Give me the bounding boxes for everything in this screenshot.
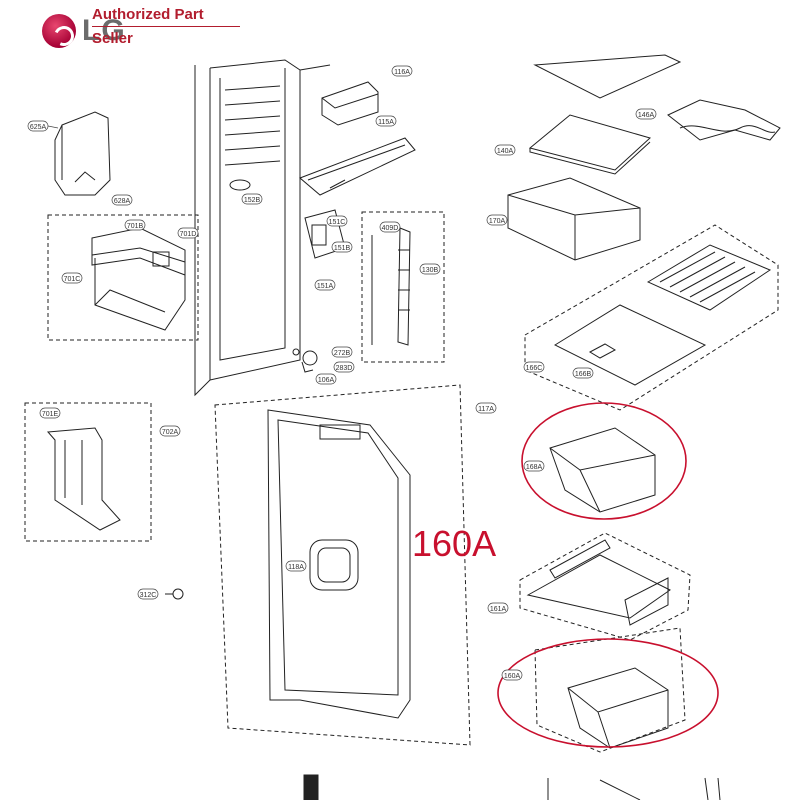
- callout-130B: 130B: [422, 267, 439, 274]
- callout-151C: 151C: [329, 219, 346, 226]
- part-146A: [667, 99, 781, 141]
- group-166C: [524, 224, 779, 411]
- header-underline: [92, 26, 240, 27]
- callout-628A: 628A: [114, 198, 131, 205]
- part-140A: [528, 114, 651, 175]
- callout-152B: 152B: [244, 197, 261, 204]
- part-166B: [553, 304, 707, 386]
- highlight-ring-160A: [497, 638, 719, 748]
- part-116A: [321, 81, 379, 126]
- group-628A: [47, 214, 199, 341]
- highlight-part-label: 160A: [412, 523, 497, 564]
- group-702A: [24, 402, 152, 542]
- part-160A-bin: [567, 667, 669, 749]
- callout-272B: 272B: [334, 350, 351, 357]
- part-701B: [91, 227, 186, 276]
- group-160A: [534, 627, 686, 753]
- bottom-part-dark: [303, 774, 319, 800]
- part-170A: [507, 177, 641, 261]
- callout-146A: 146A: [638, 112, 655, 119]
- part-106A: [292, 348, 318, 373]
- part-166A-filter: [646, 244, 772, 311]
- callout-168A: 168A: [526, 464, 543, 471]
- callout-140A: 140A: [497, 148, 514, 155]
- bottom-partial-lines: [547, 777, 721, 800]
- callout-151B: 151B: [334, 245, 351, 252]
- callout-117A: 117A: [478, 406, 494, 413]
- seller-text: Seller: [92, 30, 133, 47]
- callout-625A: 625A: [30, 124, 47, 131]
- authorized-text: Authorized Part: [92, 6, 204, 23]
- group-409D-130B: [361, 211, 445, 363]
- callout-115A: 115A: [378, 119, 394, 126]
- callout-409D: 409D: [382, 225, 399, 232]
- callout-118A: 118A: [288, 564, 304, 571]
- callout-701C: 701C: [64, 276, 81, 283]
- callout-312C: 312C: [140, 592, 157, 599]
- callout-161A: 161A: [490, 606, 507, 613]
- part-701C: [94, 258, 186, 331]
- callout-166C: 166C: [526, 365, 543, 372]
- top-glass-shelf: [533, 54, 682, 99]
- callout-701B: 701B: [127, 223, 144, 230]
- callout-702A: 702A: [162, 429, 179, 436]
- part-409D: [397, 227, 411, 346]
- part-115A: [299, 137, 416, 196]
- highlight-ring-168A: [521, 402, 687, 520]
- part-312C: [165, 588, 184, 600]
- part-701D: [152, 251, 170, 267]
- callout-151A: 151A: [317, 283, 334, 290]
- callout-116A: 116A: [394, 69, 410, 76]
- part-168A-bin: [549, 427, 656, 513]
- callout-283D: 283D: [336, 365, 353, 372]
- part-625A: [54, 111, 111, 196]
- callout-701D: 701D: [180, 231, 197, 238]
- callout-106A: 106A: [318, 377, 335, 384]
- group-161A: [519, 532, 691, 641]
- callout-170A: 170A: [489, 218, 506, 225]
- callout-166B: 166B: [575, 371, 592, 378]
- lg-logo-icon: [42, 14, 77, 49]
- brand-text: LG: [82, 14, 126, 47]
- brand-header: LG: [38, 8, 278, 58]
- group-117A: [214, 384, 471, 746]
- callout-160A: 160A: [504, 673, 521, 680]
- part-701E: [46, 427, 121, 531]
- cabinet-outline: [194, 59, 331, 397]
- part-117A-door: [267, 409, 411, 719]
- callout-701E: 701E: [42, 411, 59, 418]
- part-161A: [526, 539, 671, 626]
